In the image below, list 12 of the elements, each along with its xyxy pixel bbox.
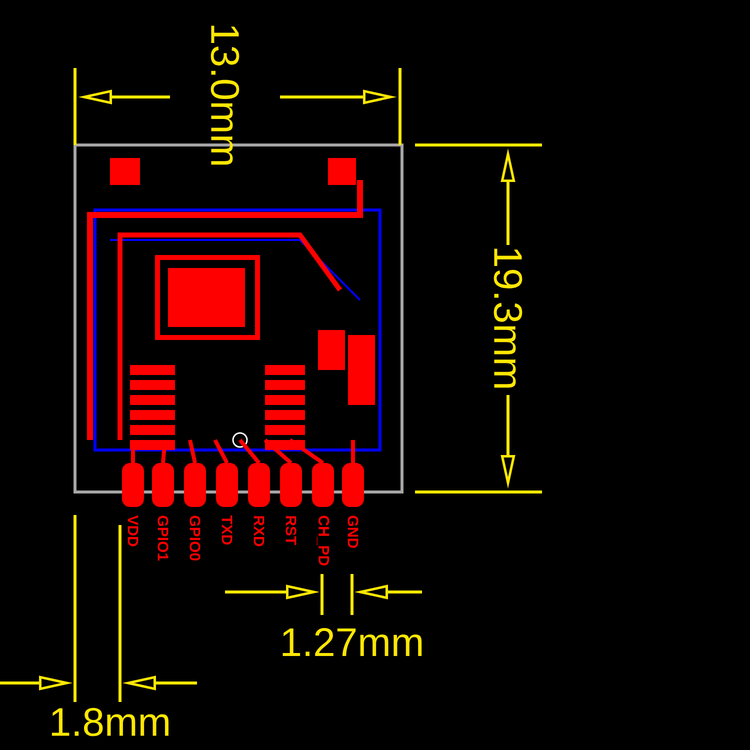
- pin-label: TXD: [222, 515, 232, 545]
- pin-label: GND: [348, 516, 358, 548]
- dimension-label: 1.8mm: [52, 708, 168, 736]
- dimension-label: 1.27mm: [282, 628, 422, 656]
- pin-label: CH_PD: [316, 516, 330, 566]
- pin-label: RXD: [254, 516, 264, 546]
- pin-label: GPIO1: [158, 516, 168, 561]
- pin-label: GPIO0: [190, 516, 200, 560]
- pin-label: VDD: [128, 515, 138, 546]
- dimension-label: 19.3mm: [494, 248, 522, 388]
- pin-label: RST: [286, 516, 296, 546]
- dimension-label: 13.0mm: [210, 26, 240, 165]
